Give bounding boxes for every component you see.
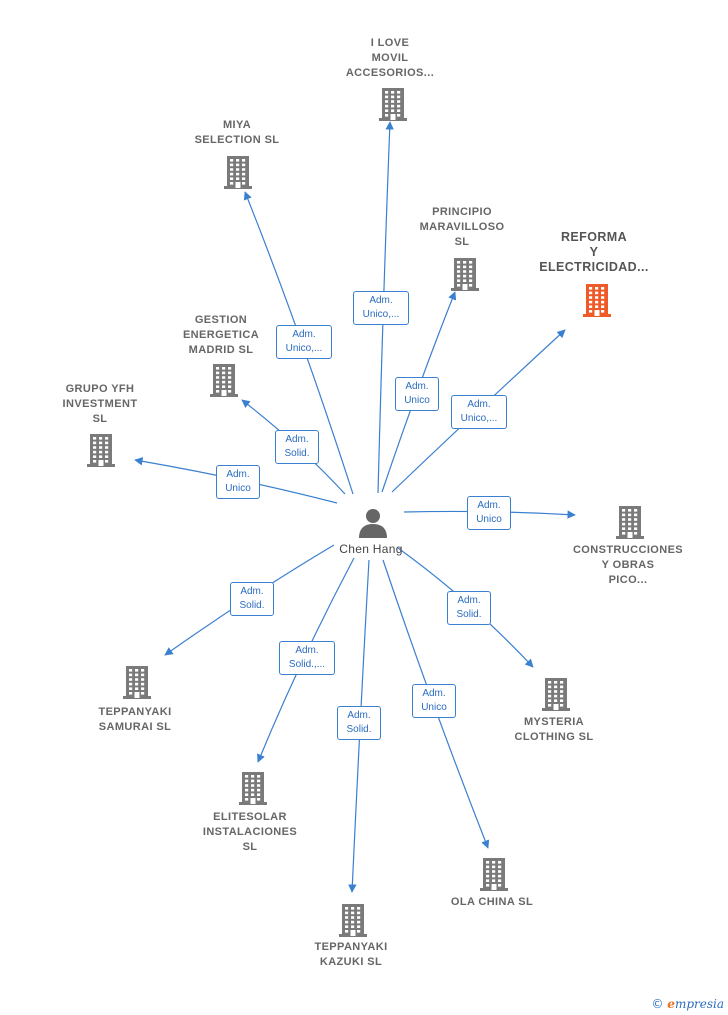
building-icon[interactable]	[85, 432, 117, 468]
edge-label-iloveMovil[interactable]: Adm. Unico,...	[353, 291, 409, 325]
company-label-iloveMovil[interactable]: I LOVE MOVIL ACCESORIOS...	[345, 37, 435, 79]
edge-label-construcciones[interactable]: Adm. Unico	[467, 496, 511, 530]
building-icon[interactable]	[208, 362, 240, 398]
edge-label-miya[interactable]: Adm. Unico,...	[276, 325, 332, 359]
building-icon[interactable]	[478, 856, 510, 892]
company-label-miya[interactable]: MIYA SELECTION SL	[194, 119, 280, 146]
edge-label-reforma[interactable]: Adm. Unico,...	[451, 395, 507, 429]
edge-label-olaChina[interactable]: Adm. Unico	[412, 684, 456, 718]
building-icon[interactable]	[377, 86, 409, 122]
company-label-principio[interactable]: PRINCIPIO MARAVILLOSO SL	[419, 206, 505, 248]
company-label-olaChina[interactable]: OLA CHINA SL	[450, 896, 534, 908]
company-label-gestion[interactable]: GESTION ENERGETICA MADRID SL	[182, 314, 260, 356]
building-icon[interactable]	[222, 154, 254, 190]
building-icon[interactable]	[337, 902, 369, 938]
building-icon[interactable]	[540, 676, 572, 712]
person-icon	[359, 509, 387, 538]
brand-initial: e	[667, 997, 675, 1011]
edge-label-teppanyakiKazuki[interactable]: Adm. Solid.	[337, 706, 381, 740]
edge-label-elitesolar[interactable]: Adm. Solid.,...	[279, 641, 335, 675]
empresia-footer: © empresia	[651, 997, 724, 1011]
company-label-construcciones[interactable]: CONSTRUCCIONES Y OBRAS PICO...	[572, 544, 684, 586]
brand-name: mpresia	[674, 997, 724, 1011]
edge-label-teppanyakiSamurai[interactable]: Adm. Solid.	[230, 582, 274, 616]
edge-label-mysteria[interactable]: Adm. Solid.	[447, 591, 491, 625]
company-label-reforma[interactable]: REFORMA Y ELECTRICIDAD...	[539, 230, 649, 274]
center-person-name: Chen Hang	[339, 542, 403, 556]
company-label-mysteria[interactable]: MYSTERIA CLOTHING SL	[514, 716, 594, 743]
building-icon[interactable]	[237, 770, 269, 806]
company-label-elitesolar[interactable]: ELITESOLAR INSTALACIONES SL	[202, 811, 298, 853]
company-label-grupoYfh[interactable]: GRUPO YFH INVESTMENT SL	[62, 383, 138, 425]
company-label-teppanyakiSamurai[interactable]: TEPPANYAKI SAMURAI SL	[98, 706, 172, 733]
center-person[interactable]	[356, 506, 390, 540]
building-icon[interactable]	[449, 256, 481, 292]
edge-label-gestion[interactable]: Adm. Solid.	[275, 430, 319, 464]
edge-label-principio[interactable]: Adm. Unico	[395, 377, 439, 411]
company-label-teppanyakiKazuki[interactable]: TEPPANYAKI KAZUKI SL	[314, 941, 388, 968]
copyright-symbol: ©	[651, 997, 664, 1011]
building-icon[interactable]	[614, 504, 646, 540]
edge-label-grupoYfh[interactable]: Adm. Unico	[216, 465, 260, 499]
building-icon[interactable]	[581, 282, 613, 318]
building-icon[interactable]	[121, 664, 153, 700]
